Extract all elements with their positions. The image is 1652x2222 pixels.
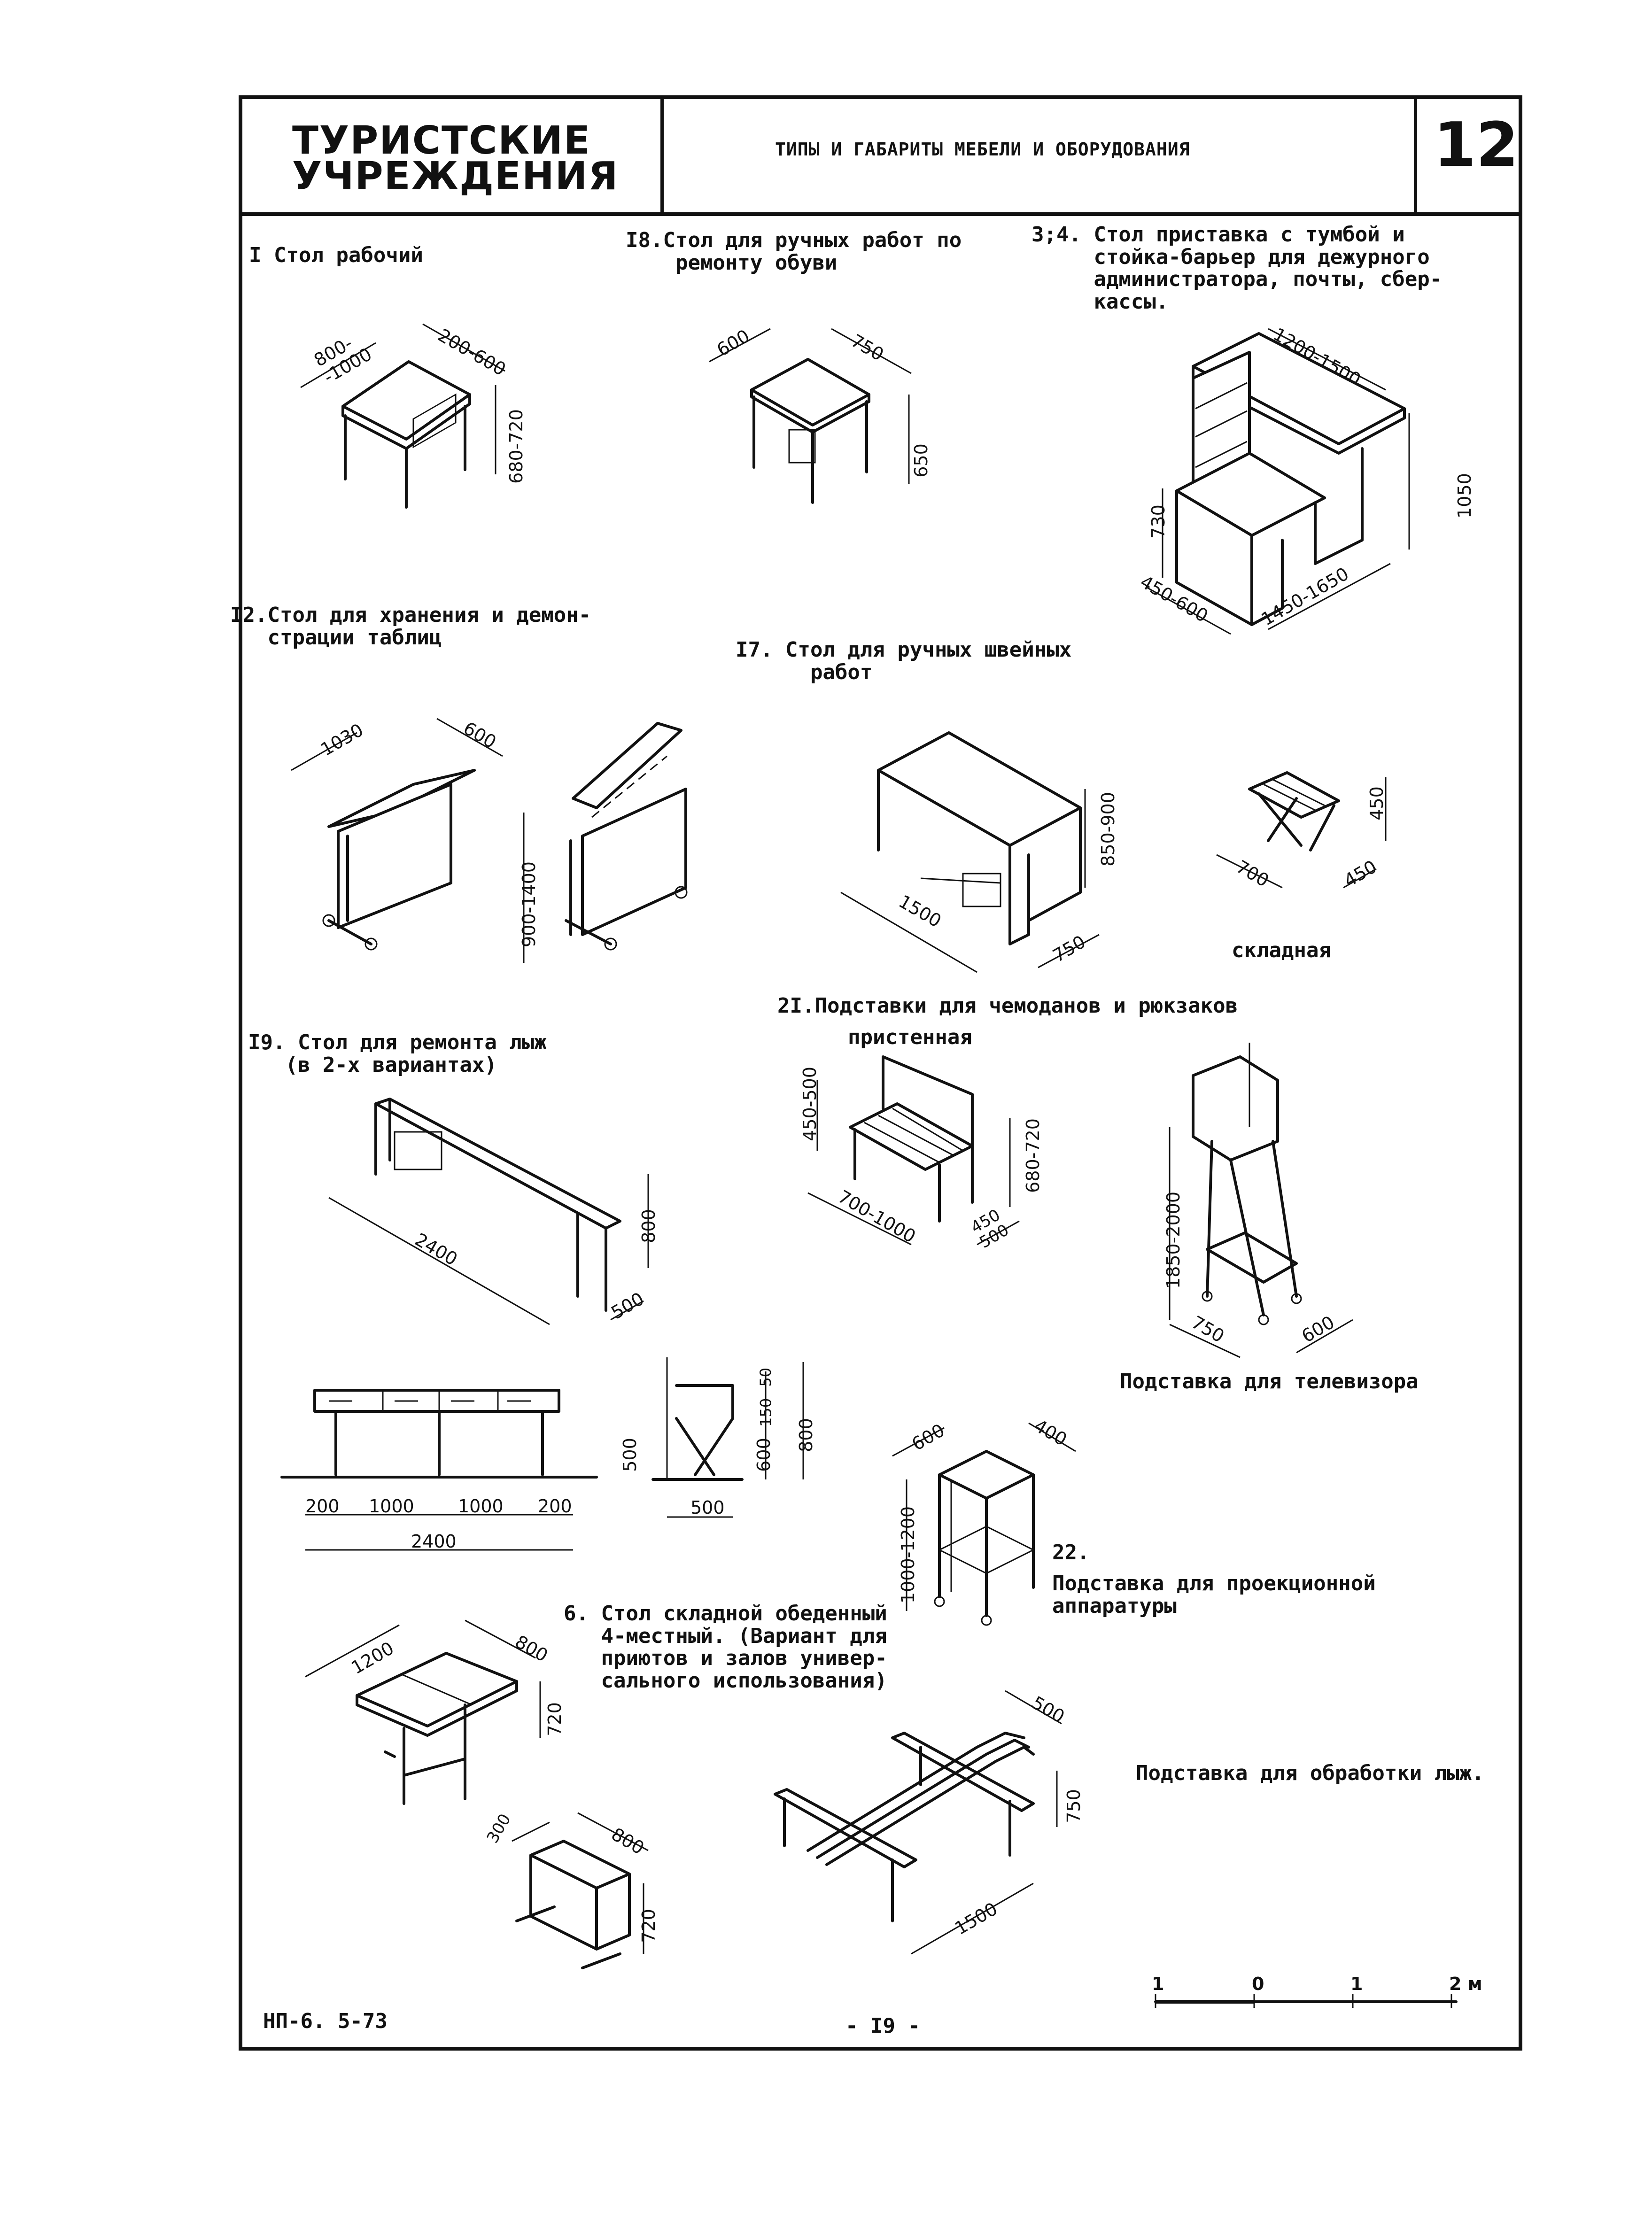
folding-luggage-rack-drawing xyxy=(1216,771,1387,889)
sewing-table-drawing xyxy=(840,731,1100,973)
caption-item-18: I8.Стол для ручных работ по ремонту обув… xyxy=(626,228,962,275)
caption-wall-stand: пристенная xyxy=(848,1025,972,1049)
ski-repair-table-drawing xyxy=(328,1098,649,1325)
caption-item-3-4: 3;4. Стол приставка с тумбой и стойка-ба… xyxy=(1032,223,1443,314)
sheet-subtitle: ТИПЫ И ГАБАРИТЫ МЕБЕЛИ И ОБОРУДОВАНИЯ xyxy=(775,139,1190,160)
caption-item-6: 6. Стол складной обеденный 4-местный. (В… xyxy=(564,1602,887,1693)
caption-item-1: I Стол рабочий xyxy=(249,243,423,267)
caption-item-19: I9. Стол для ремонта лыж (в 2-х варианта… xyxy=(248,1030,547,1077)
dim-label: 200 xyxy=(538,1496,572,1517)
display-table-drawing xyxy=(291,718,688,963)
sheet-frame xyxy=(239,95,1522,2051)
document-code: НП-6. 5-73 xyxy=(263,2009,388,2033)
sheet-number: 12 xyxy=(1434,109,1519,180)
title-line-2: УЧРЕЖДЕНИЯ xyxy=(292,154,619,199)
title-line-1: ТУРИСТСКИЕ xyxy=(292,118,591,163)
caption-item-22: Подставка для проекционной аппаратуры xyxy=(1052,1572,1376,1618)
shoe-repair-table-drawing xyxy=(709,328,912,504)
scale-bar xyxy=(1154,1994,1458,2008)
dim-label: 2400 xyxy=(411,1531,457,1552)
desk-drawing xyxy=(300,323,505,509)
scale-tick-2: 0 xyxy=(1252,1974,1264,1994)
header-bottom-rule xyxy=(239,212,1522,216)
projector-stand-drawing xyxy=(892,1422,1076,1626)
header-divider-left xyxy=(660,95,664,214)
ski-repair-table-elevation xyxy=(280,1357,804,1551)
folding-dining-table-drawing xyxy=(305,1619,649,1969)
caption-item-12: I2.Стол для хранения и демон- страции та… xyxy=(230,603,591,650)
ski-stand-drawing xyxy=(774,1690,1062,1955)
wall-luggage-stand-drawing xyxy=(807,1055,1020,1246)
dim-label: 500 xyxy=(690,1497,725,1518)
caption-ski-stand: Подставка для обработки лыж. xyxy=(1136,1761,1484,1785)
dim-label: 1000 xyxy=(458,1496,504,1517)
scale-tick-4: 2 м xyxy=(1449,1974,1482,1994)
caption-folding-stand: складная xyxy=(1232,938,1331,962)
dim-label: 1000 xyxy=(369,1496,414,1517)
caption-item-17: I7. Стол для ручных швейных работ xyxy=(736,638,1072,684)
caption-item-21: 2I.Подставки для чемоданов и рюкзаков xyxy=(777,994,1238,1018)
tv-stand-drawing xyxy=(1169,1043,1353,1358)
reception-counter-drawing xyxy=(1146,328,1410,635)
scale-tick-1: 1 xyxy=(1152,1974,1164,1994)
header-divider-right xyxy=(1414,95,1417,214)
scale-tick-3: 1 xyxy=(1350,1974,1363,1994)
caption-tv-stand: Подставка для телевизора xyxy=(1120,1370,1419,1394)
page-number: - I9 - xyxy=(845,2014,920,2038)
dim-label: 200 xyxy=(305,1496,340,1517)
caption-item-22-num: 22. xyxy=(1052,1541,1090,1564)
